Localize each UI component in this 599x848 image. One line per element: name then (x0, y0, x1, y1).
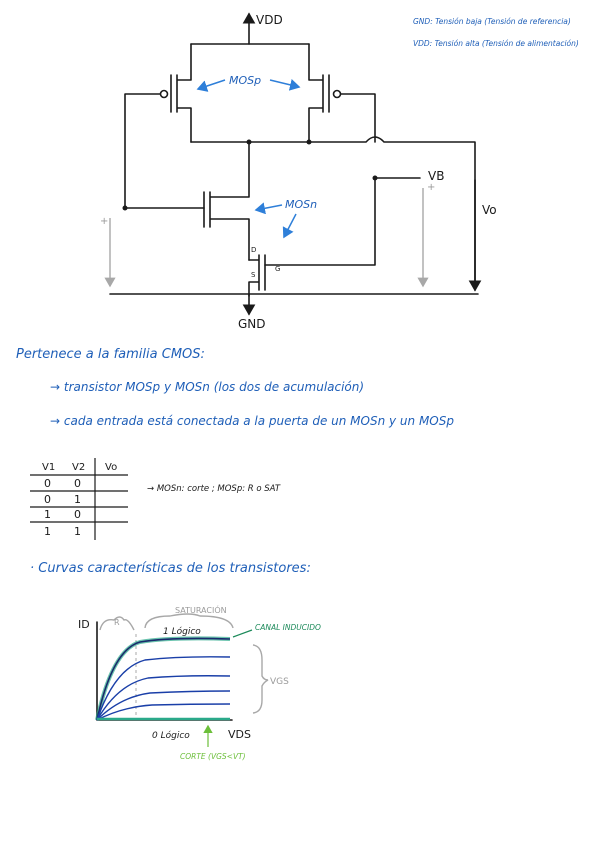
mosp-arrow-right (269, 79, 301, 91)
vb-label: VB (428, 169, 444, 183)
v1-plus: + (100, 216, 108, 227)
vgs-label: VGS (270, 677, 289, 687)
curve-3 (96, 675, 231, 721)
mosp-arrow-left (196, 79, 226, 92)
node-right (306, 139, 312, 145)
mosn-bottom (248, 254, 266, 297)
table-header-v1: V1 (42, 462, 55, 473)
mosn-arrow-top (254, 202, 283, 215)
curves-heading: · Curvas características de los transist… (30, 561, 311, 576)
logico-0-label: 0 Lógico (152, 730, 190, 741)
curve-2 (96, 656, 231, 721)
table-cell: 0 (44, 477, 51, 490)
table-cell: 1 (74, 525, 81, 538)
corte-label: CORTE (VGS<VT) (180, 752, 246, 761)
gate-label: G (275, 265, 280, 273)
cmos-circuit: VDD VB GND D S G Vo (100, 12, 497, 331)
table-note: → MOSn: corte ; MOSp: R o SAT (147, 484, 281, 494)
mosp-left (170, 43, 192, 143)
mosp-left-gate-wire (124, 93, 161, 209)
curves-section: · Curvas características de los transist… (30, 561, 321, 761)
mosp-left-bubble (159, 89, 169, 99)
curve-4 (96, 690, 231, 721)
table-header-v2: V2 (72, 462, 85, 473)
table-cell: 0 (74, 508, 81, 521)
node-vb (372, 175, 378, 181)
legend: GND: Tensión baja (Tensión de referencia… (413, 17, 579, 48)
r-region-label: R (114, 618, 120, 627)
notes-section: Pertenece a la familia CMOS: → transisto… (16, 347, 454, 428)
mosn-bottom-gate-wire (264, 177, 376, 266)
table-header-vo: Vo (105, 462, 117, 473)
saturacion-label: SATURACIÓN (175, 604, 227, 615)
legend-gnd: GND: Tensión baja (Tensión de referencia… (413, 17, 571, 26)
table-cell: 0 (44, 493, 51, 506)
vb-plus: + (427, 182, 435, 193)
curve-1 (96, 637, 231, 721)
gnd-label: GND (238, 317, 266, 331)
mosp-right (308, 43, 330, 143)
x-axis-label: VDS (228, 728, 251, 741)
curve-5 (96, 703, 231, 721)
mosn-label: MOSn (285, 198, 317, 211)
canal-inducido-label: CANAL INDUCIDO (255, 623, 321, 632)
vgs-brace (252, 644, 269, 714)
vdd-label: VDD (256, 13, 283, 27)
vo-label: Vo (482, 203, 497, 217)
output-rail (190, 136, 476, 291)
y-axis-label: ID (78, 618, 90, 631)
notes-bullet-2: → cada entrada está conectada a la puert… (50, 414, 454, 428)
truth-table: V1 V2 Vo 0 0 0 1 1 0 1 1 → MOSn: corte ;… (30, 458, 281, 540)
node-gate-left (122, 205, 128, 211)
mosp-right-gate-wire (340, 93, 376, 143)
drain-label: D (251, 246, 256, 254)
mosp-label: MOSp (229, 74, 261, 87)
source-label: S (251, 271, 256, 279)
table-cell: 1 (74, 493, 81, 506)
table-cell: 1 (44, 508, 51, 521)
r-region-brace (99, 616, 135, 631)
logico-1-label: 1 Lógico (163, 626, 201, 637)
saturacion-brace (144, 613, 234, 629)
legend-vdd: VDD: Tensión alta (Tensión de alimentaci… (413, 39, 579, 48)
notes-bullet-1: → transistor MOSp y MOSn (los dos de acu… (50, 380, 364, 394)
table-cell: 0 (74, 477, 81, 490)
canal-pointer (232, 629, 253, 638)
table-cell: 1 (44, 525, 51, 538)
mosp-right-bubble (332, 89, 342, 99)
mosn-top (203, 141, 250, 261)
notes-heading: Pertenece a la familia CMOS: (16, 347, 205, 362)
mosn-arrow-bottom (282, 213, 297, 239)
